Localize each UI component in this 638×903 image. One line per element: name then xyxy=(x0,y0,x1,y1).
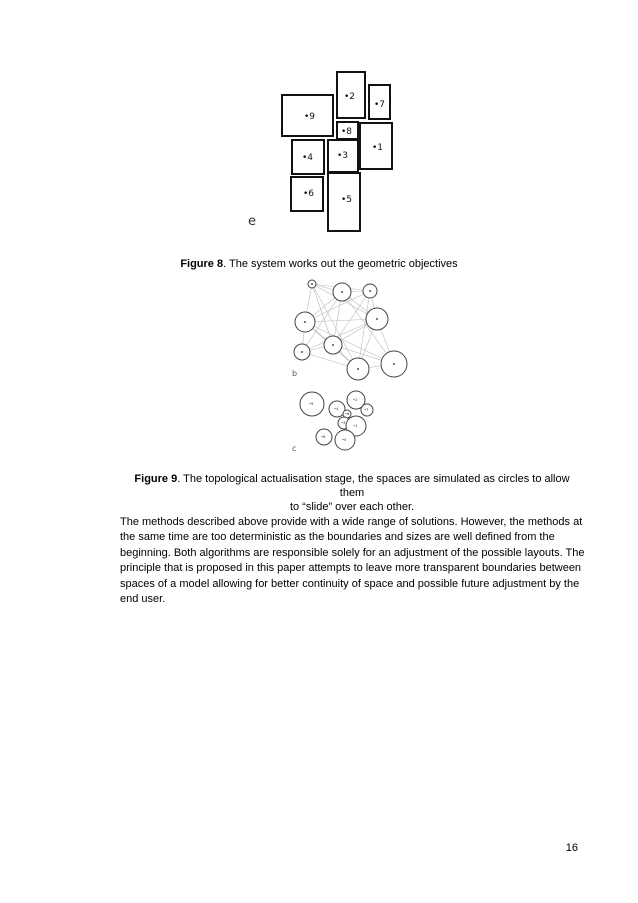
figure-9-caption: Figure 9. The topological actualisation … xyxy=(122,472,582,514)
svg-text:•3: •3 xyxy=(341,421,345,425)
room-label-3: •3 xyxy=(337,151,348,161)
room-2 xyxy=(336,71,366,119)
room-label-5: •5 xyxy=(341,195,352,205)
figure-9b-diagram: b xyxy=(292,279,408,381)
room-label-8: •8 xyxy=(341,127,352,137)
room-9 xyxy=(281,94,334,137)
figure-9-caption-line1: . The topological actualisation stage, t… xyxy=(177,473,570,499)
svg-text:•2: •2 xyxy=(353,398,357,402)
room-label-6: •6 xyxy=(303,189,314,199)
room-5 xyxy=(327,172,361,232)
room-6 xyxy=(290,176,324,212)
svg-text:•6: •6 xyxy=(321,435,325,439)
figure-9c-packed: •9 •2 •4 •7 •8 •3 •1 •6 •5 c xyxy=(286,385,386,455)
svg-text:•8: •8 xyxy=(345,412,349,416)
room-1 xyxy=(359,122,393,170)
figure-9c-panel-letter: c xyxy=(292,444,296,453)
svg-text:•4: •4 xyxy=(334,407,339,411)
figure-9-caption-label: Figure 9 xyxy=(134,473,178,485)
figure-8-caption-label: Figure 8 xyxy=(180,258,224,270)
svg-text:•7: •7 xyxy=(364,408,368,412)
room-label-7: •7 xyxy=(374,100,385,110)
room-4 xyxy=(291,139,325,175)
figure-9-caption-line2: to “slide” over each other. xyxy=(289,501,415,513)
room-label-9: •9 xyxy=(304,112,315,122)
figure-9b-network: b xyxy=(286,274,416,384)
svg-text:•9: •9 xyxy=(309,402,313,406)
room-3 xyxy=(327,139,359,173)
figure-8-layout: •2 •7 •9 •8 •1 •4 •3 •6 •5 xyxy=(240,66,400,236)
figure-9b-panel-letter: b xyxy=(292,369,297,378)
figure-8-caption-text: . The system works out the geometric obj… xyxy=(223,258,458,270)
figure-9c-diagram: •9 •2 •4 •7 •8 •3 •1 •6 •5 c xyxy=(292,390,374,453)
room-label-4: •4 xyxy=(302,153,313,163)
svg-text:•5: •5 xyxy=(342,438,346,442)
figure-8-caption: Figure 8. The system works out the geome… xyxy=(0,257,638,271)
figure-8-panel-letter: e xyxy=(248,214,256,229)
page-number: 16 xyxy=(565,842,578,854)
svg-text:•1: •1 xyxy=(353,424,357,428)
room-label-2: •2 xyxy=(344,92,355,102)
body-paragraph: The methods described above provide with… xyxy=(120,516,585,606)
figure-8-diagram: •2 •7 •9 •8 •1 •4 •3 •6 •5 xyxy=(281,71,393,232)
room-label-1: •1 xyxy=(372,143,383,153)
room-7 xyxy=(368,84,391,120)
